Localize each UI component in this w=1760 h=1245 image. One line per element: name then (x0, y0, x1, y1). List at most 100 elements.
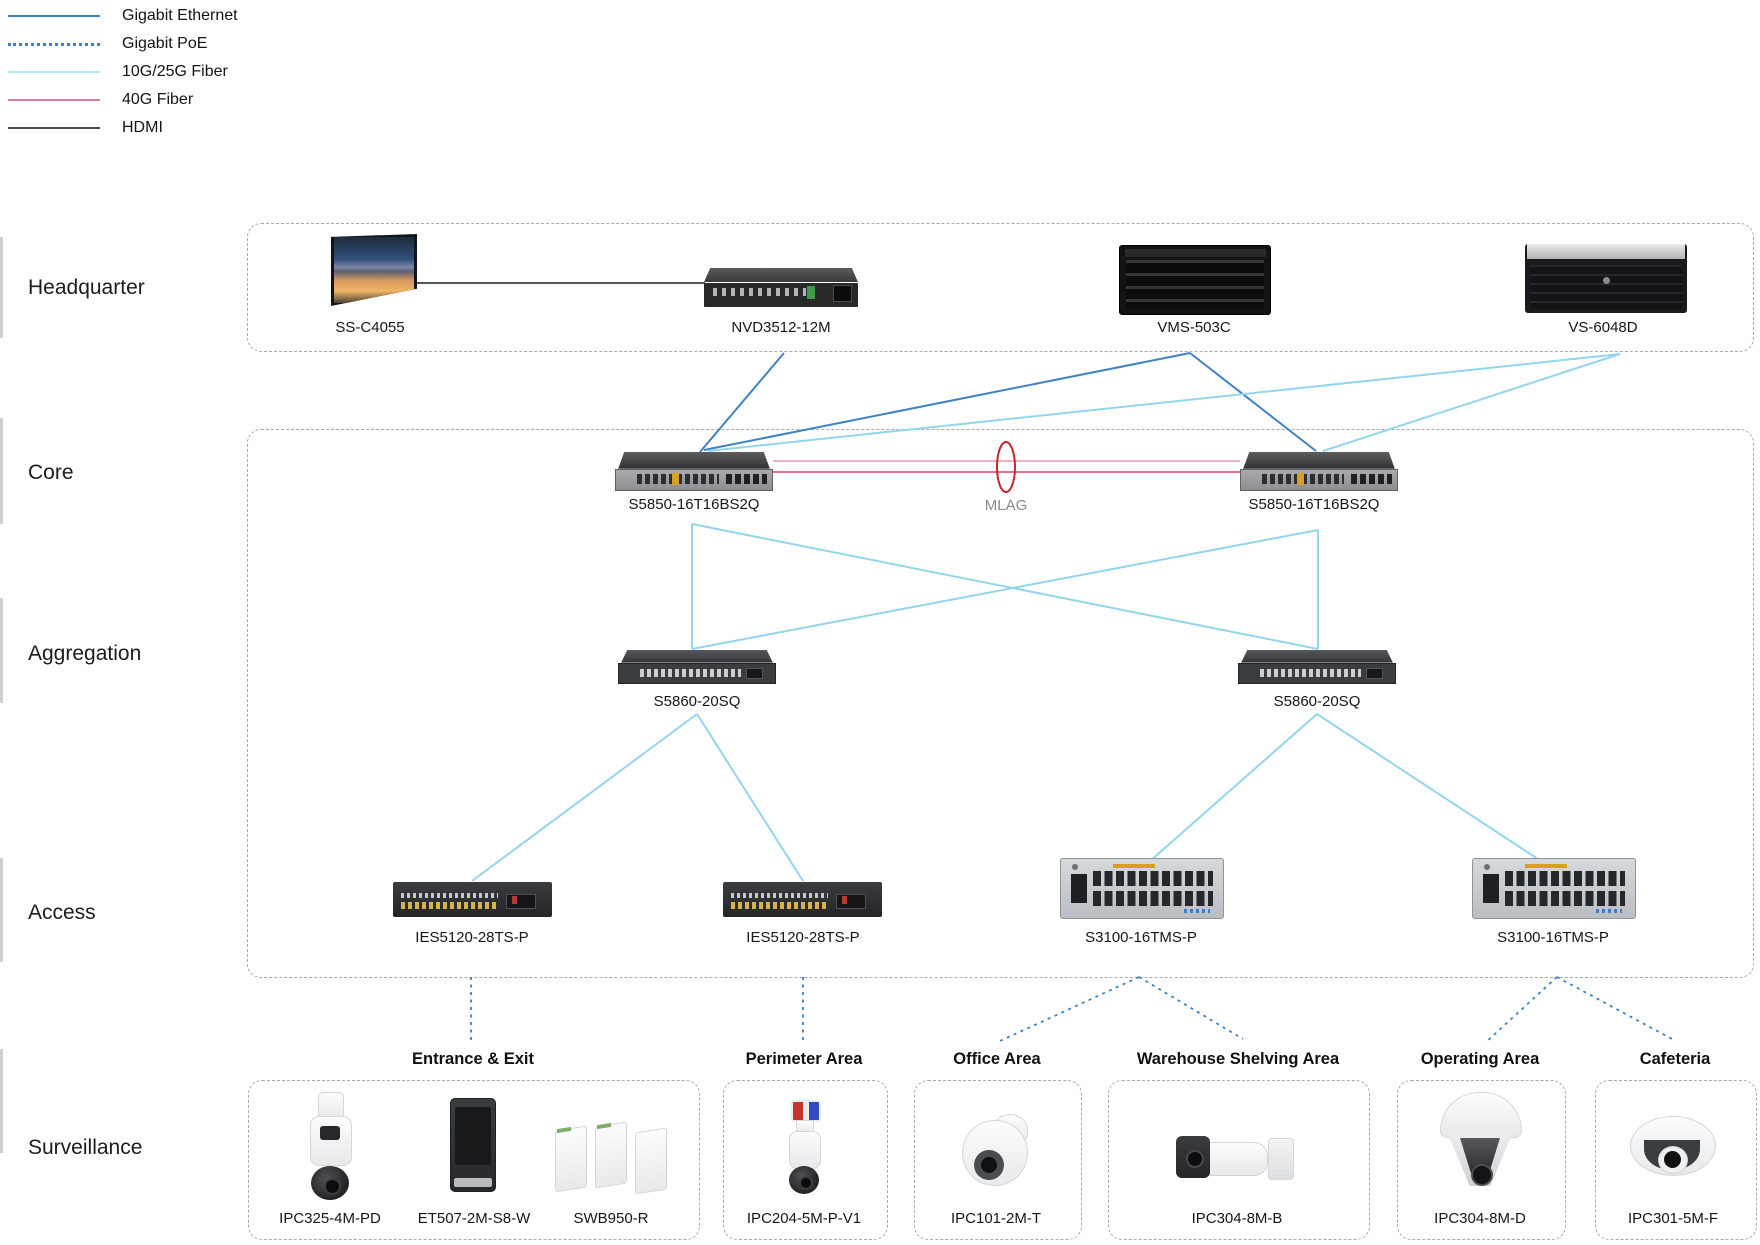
row-tick-access (0, 858, 3, 962)
camera-lens (799, 1176, 813, 1190)
row-tick-aggregation (0, 598, 3, 703)
area-box-cafeteria (1595, 1080, 1757, 1240)
monitor-screen (334, 237, 414, 303)
poe-link-s3100a-to-warehouse (1138, 976, 1244, 1040)
device-label-swb950: SWB950-R (573, 1210, 649, 1227)
device-access-terminal-et507 (450, 1098, 496, 1192)
device-core-switch-2 (1240, 452, 1398, 492)
camera-head (310, 1116, 352, 1166)
camera-lens (324, 1178, 341, 1195)
device-label-nvd3512: NVD3512-12M (731, 319, 831, 336)
camera-beacon (791, 1100, 821, 1122)
device-agg-switch-2 (1238, 650, 1396, 685)
device-label-s3100-1: S3100-16TMS-P (1085, 929, 1197, 946)
camera-lens (981, 1157, 997, 1173)
row-tick-core (0, 418, 3, 524)
row-label-access: Access (28, 901, 96, 924)
headquarter-group-box (247, 223, 1754, 352)
device-label-core-switch-1: S5850-16T16BS2Q (628, 496, 760, 513)
turnstile-panel (555, 1125, 587, 1193)
area-box-office (914, 1080, 1082, 1240)
device-label-ipc204: IPC204-5M-P-V1 (746, 1210, 862, 1227)
row-tick-headquarter (0, 237, 3, 338)
device-label-ipc301: IPC301-5M-F (1627, 1210, 1719, 1227)
camera-window (320, 1126, 340, 1140)
device-camera-ptz-ipc325 (303, 1092, 357, 1204)
turnstile-panel (595, 1121, 627, 1189)
area-title-warehouse: Warehouse Shelving Area (1136, 1050, 1340, 1068)
legend-label: HDMI (122, 119, 163, 136)
hdmi-line-sample (8, 127, 100, 129)
device-camera-fisheye-ipc301 (1630, 1116, 1716, 1186)
poe-link-s3100b-to-cafeteria (1556, 976, 1673, 1040)
device-label-core-switch-2: S5850-16T16BS2Q (1248, 496, 1380, 513)
device-label-ipc101: IPC101-2M-T (950, 1210, 1042, 1227)
device-storage-server (1525, 244, 1687, 313)
turnstile-panel (635, 1127, 667, 1195)
fiber-10g-25g-line-sample (8, 71, 100, 73)
legend-row-gigabit-poe: Gigabit PoE (8, 30, 238, 58)
camera-head (789, 1131, 821, 1169)
device-label-ipc304b: IPC304-8M-B (1191, 1210, 1283, 1227)
legend-label: Gigabit PoE (122, 35, 208, 52)
area-title-office: Office Area (953, 1050, 1041, 1068)
terminal-base (454, 1178, 492, 1187)
row-label-headquarter: Headquarter (28, 276, 145, 299)
legend: Gigabit Ethernet Gigabit PoE 10G/25G Fib… (8, 2, 238, 142)
poe-link-s3100b-to-operating (1484, 976, 1558, 1044)
area-title-perimeter: Perimeter Area (745, 1050, 863, 1068)
device-decoder-nvd (704, 268, 858, 310)
device-camera-ptz-ipc204 (780, 1100, 828, 1202)
device-camera-bullet-ipc304b (1176, 1130, 1298, 1188)
terminal-screen (455, 1107, 491, 1165)
camera-bracket (1268, 1138, 1294, 1180)
row-label-surveillance: Surveillance (28, 1136, 143, 1159)
camera-body (1204, 1142, 1268, 1176)
area-title-operating: Operating Area (1420, 1050, 1540, 1068)
area-box-entrance-exit (248, 1080, 700, 1240)
device-camera-turret-ipc101 (962, 1112, 1030, 1194)
legend-row-hdmi: HDMI (8, 114, 238, 142)
device-label-agg-switch-1: S5860-20SQ (653, 693, 741, 710)
row-label-aggregation: Aggregation (28, 642, 142, 665)
device-label-ss-c4055: SS-C4055 (335, 319, 405, 336)
device-label-ipc304d: IPC304-8M-D (1434, 1210, 1526, 1227)
device-access-s3100-2 (1472, 858, 1636, 919)
area-box-perimeter (723, 1080, 888, 1240)
device-label-vs6048d: VS-6048D (1568, 319, 1638, 336)
device-access-ies-1 (393, 882, 552, 917)
legend-label: 10G/25G Fiber (122, 63, 228, 80)
camera-mount (318, 1092, 344, 1120)
device-label-ies-2: IES5120-28TS-P (746, 929, 860, 946)
legend-row-10g-25g-fiber: 10G/25G Fiber (8, 58, 238, 86)
device-label-agg-switch-2: S5860-20SQ (1273, 693, 1361, 710)
legend-row-gigabit-ethernet: Gigabit Ethernet (8, 2, 238, 30)
device-label-ies-1: IES5120-28TS-P (415, 929, 529, 946)
row-tick-surveillance (0, 1049, 3, 1153)
legend-row-40g-fiber: 40G Fiber (8, 86, 238, 114)
mlag-label: MLAG (984, 497, 1028, 514)
area-title-entrance-exit: Entrance & Exit (412, 1050, 534, 1068)
gigabit-ethernet-line-sample (8, 15, 100, 17)
device-access-s3100-1 (1060, 858, 1224, 919)
gigabit-poe-line-sample (8, 42, 100, 46)
device-core-switch-1 (615, 452, 773, 492)
device-label-s3100-2: S3100-16TMS-P (1497, 929, 1609, 946)
device-label-et507: ET507-2M-S8-W (417, 1210, 531, 1227)
area-box-warehouse (1108, 1080, 1370, 1240)
legend-label: 40G Fiber (122, 91, 194, 108)
camera-cap (1440, 1092, 1522, 1138)
legend-label: Gigabit Ethernet (122, 7, 238, 24)
poe-link-s3100a-to-office (999, 976, 1140, 1042)
device-camera-dome-ipc304d (1440, 1092, 1522, 1196)
device-access-ies-2 (723, 882, 882, 917)
camera-lens (1186, 1150, 1204, 1168)
camera-lens (1664, 1151, 1681, 1168)
device-label-ipc325: IPC325-4M-PD (279, 1210, 381, 1227)
device-turnstile-swb950 (553, 1120, 667, 1198)
device-vms-server (1119, 245, 1271, 315)
camera-lens (1471, 1164, 1493, 1186)
fiber-40g-line-sample (8, 99, 100, 101)
area-title-cafeteria: Cafeteria (1639, 1050, 1711, 1068)
